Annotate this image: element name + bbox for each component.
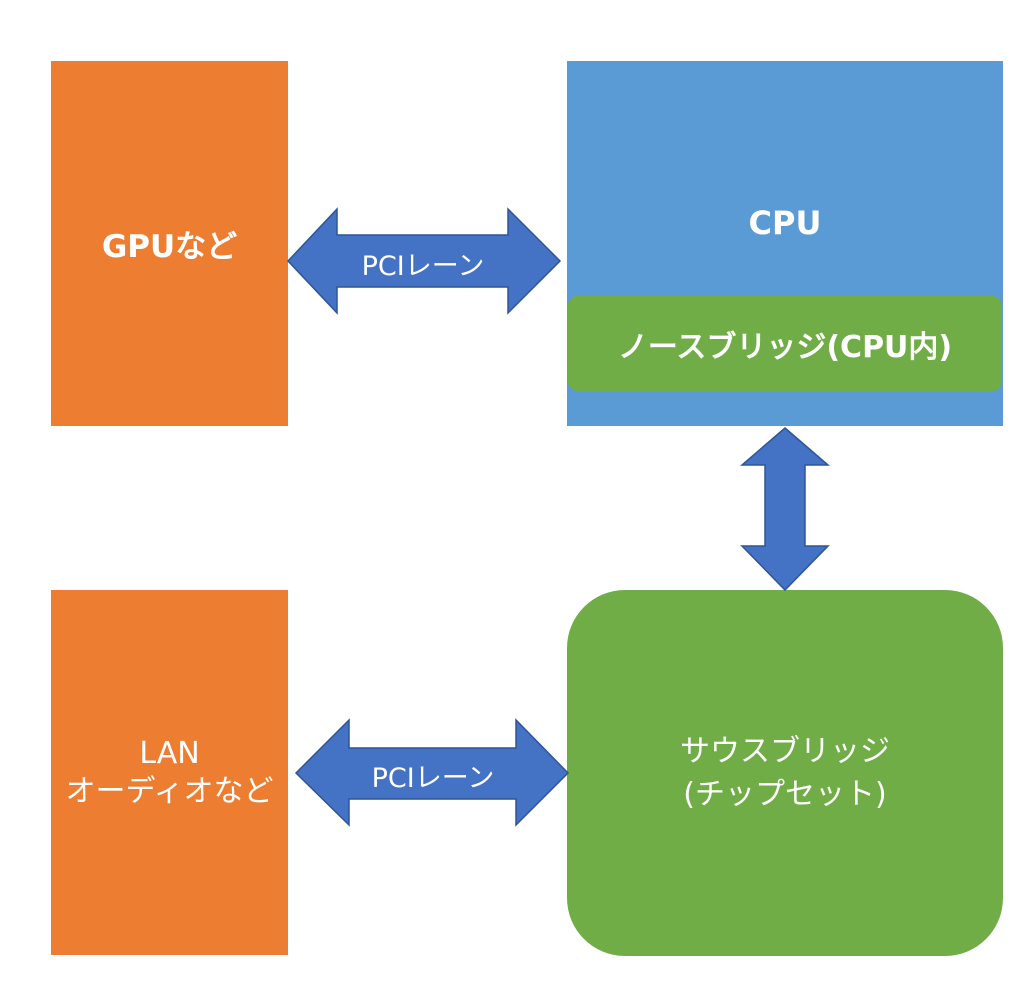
gpu-label: GPUなど: [101, 229, 238, 265]
cpu-southbridge-arrow: [739, 427, 831, 592]
gpu-box: GPUなど: [51, 61, 288, 426]
pci-lane-label-bottom: PCIレーン: [371, 763, 495, 794]
pci-lane-label-top: PCIレーン: [361, 251, 485, 282]
southbridge-box: サウスブリッジ (チップセット): [567, 590, 1003, 956]
southbridge-label: サウスブリッジ: [680, 733, 890, 769]
pci-arrow-lan-southbridge: [294, 718, 570, 827]
cpu-label: CPU: [748, 204, 822, 242]
chipset-label: (チップセット): [683, 777, 887, 812]
northbridge-label: ノースブリッジ(CPU内): [617, 329, 953, 365]
northbridge-box: ノースブリッジ(CPU内): [568, 296, 1002, 391]
lan-label: LAN: [139, 736, 200, 771]
lan-audio-box: LAN オーディオなど: [51, 590, 288, 955]
pci-arrow-gpu-cpu: [286, 207, 562, 315]
audio-label: オーディオなど: [65, 773, 274, 809]
